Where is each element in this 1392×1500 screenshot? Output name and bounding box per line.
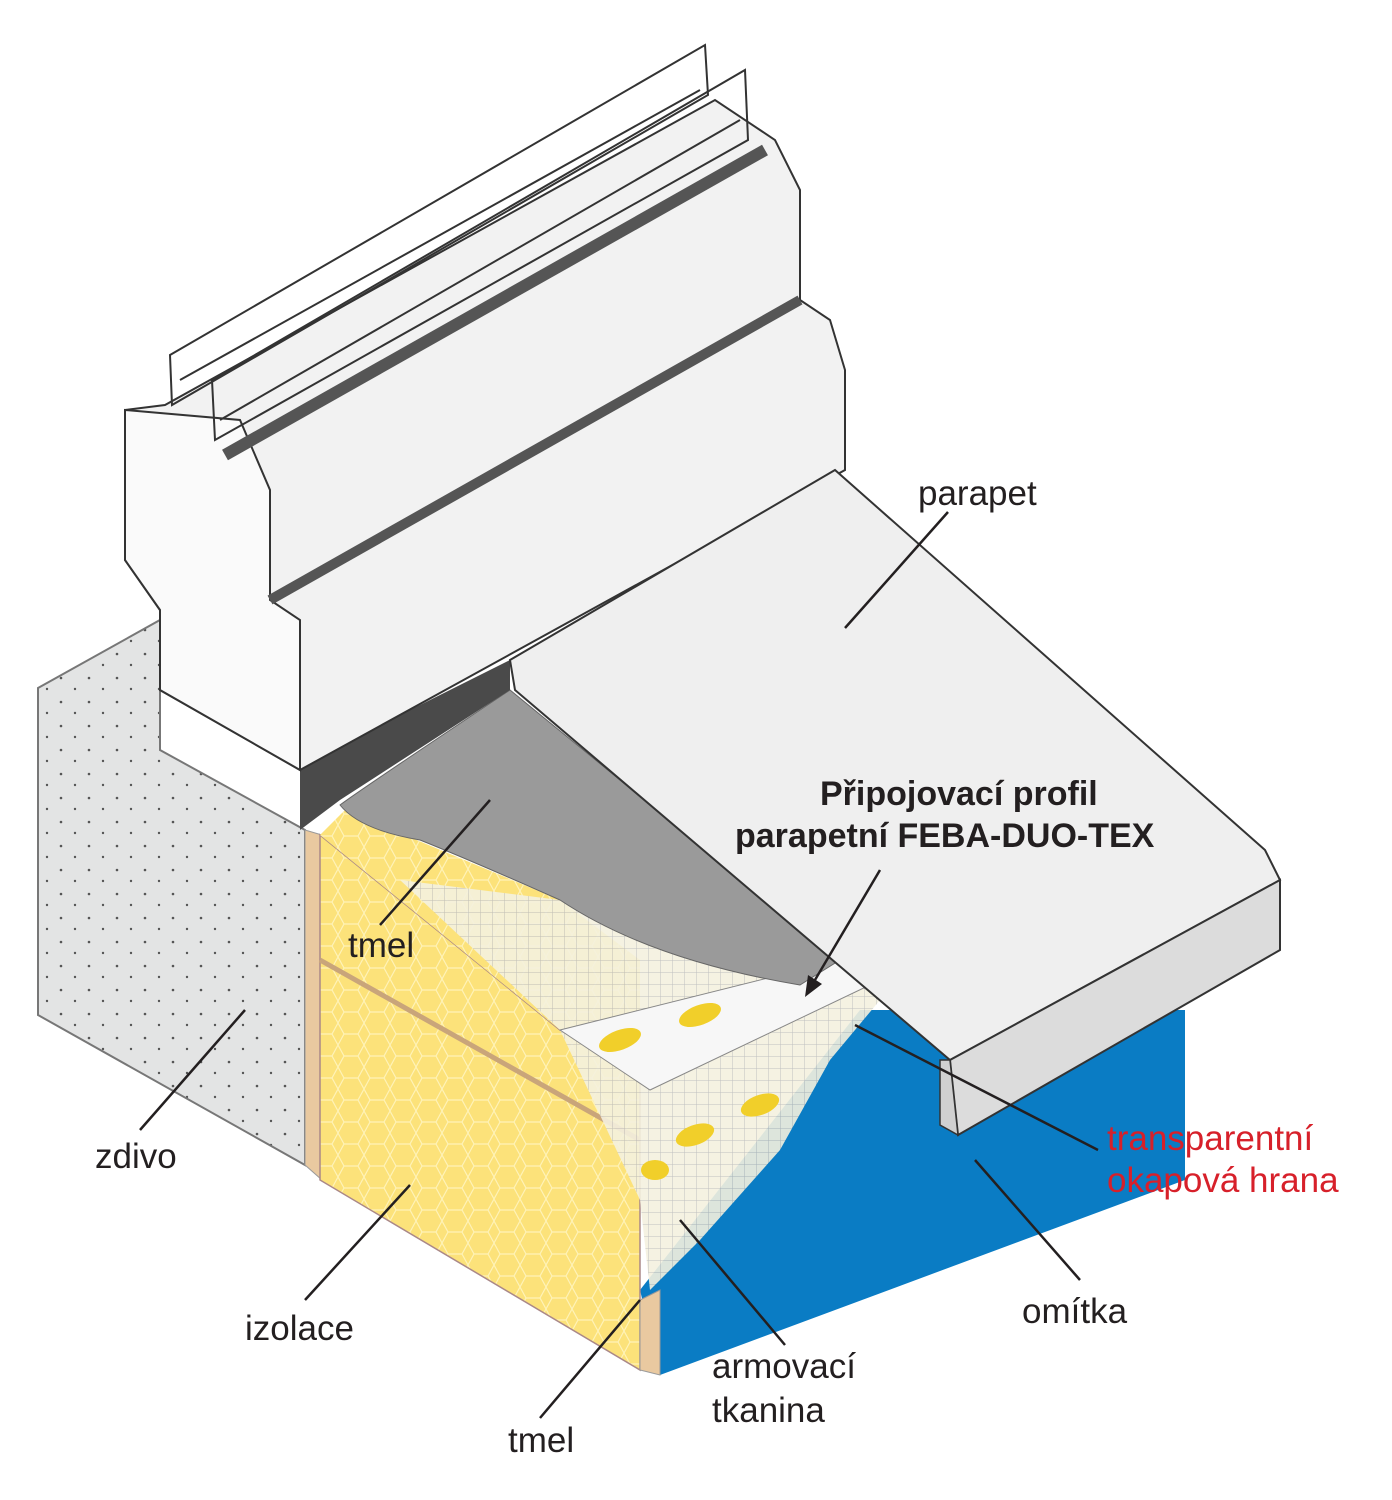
label-profile-line2: parapetní FEBA-DUO-TEX <box>735 817 1155 855</box>
leader-armovaci <box>679 1219 786 1346</box>
profile-holes <box>599 1002 780 1180</box>
sealant-top <box>339 689 841 986</box>
window-seal-band <box>300 660 510 830</box>
label-armovaci-line1: armovací <box>712 1347 856 1386</box>
glass-panes <box>168 43 750 442</box>
gasket-top <box>222 144 768 461</box>
window-frame-end <box>124 408 301 772</box>
label-profile-line1: Připojovací profil <box>820 775 1098 813</box>
leader-izolace <box>304 1184 411 1301</box>
leader-profile <box>810 869 882 986</box>
label-tmel-bottom: tmel <box>508 1421 574 1460</box>
label-omitka: omítka <box>1022 1292 1128 1331</box>
gasket-bottom <box>267 295 803 605</box>
label-izolace: izolace <box>245 1309 354 1348</box>
label-tmel-top: tmel <box>348 926 414 965</box>
label-zdivo: zdivo <box>95 1137 177 1176</box>
leader-zdivo <box>139 1009 246 1131</box>
bottom-sealant <box>639 1289 661 1376</box>
leader-drip-edge <box>854 1023 1099 1152</box>
label-armovaci-line2: tkanina <box>712 1391 825 1430</box>
render-layer <box>640 1010 1185 1375</box>
label-parapet: parapet <box>918 474 1037 513</box>
leader-parapet <box>844 511 949 629</box>
leader-omitka <box>974 1159 1081 1281</box>
label-drip-line1: transparentní <box>1107 1119 1314 1158</box>
leader-tmel-top <box>379 799 491 926</box>
label-drip-line2: okapová hrana <box>1107 1161 1339 1200</box>
leader-tmel-bottom <box>539 1299 641 1419</box>
insulation-joint <box>318 957 642 1143</box>
arrow-head-icon <box>805 975 822 997</box>
parapet-drip-lip <box>939 1059 959 1137</box>
